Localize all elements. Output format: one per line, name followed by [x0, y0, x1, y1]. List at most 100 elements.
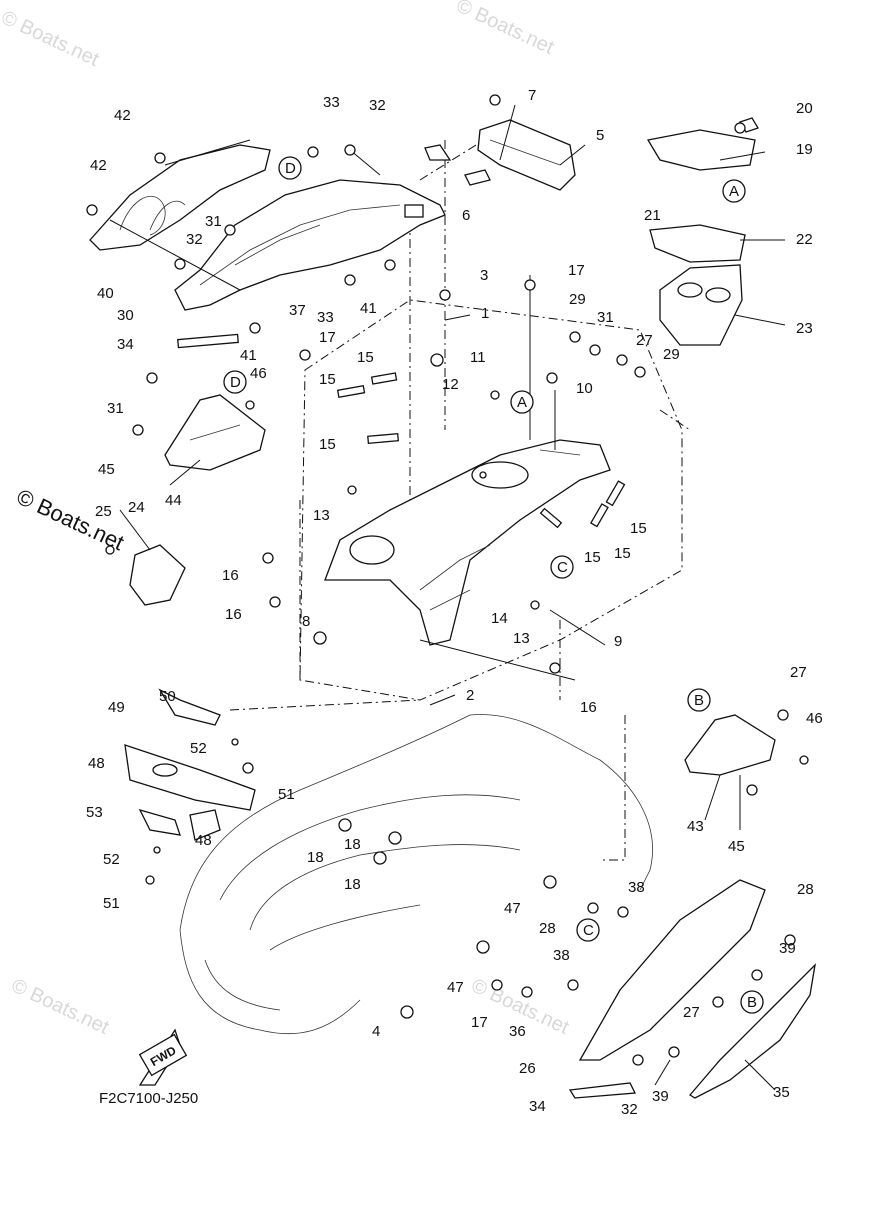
callout: 29 — [663, 346, 680, 363]
callout: 44 — [165, 492, 182, 509]
callout: 28 — [539, 920, 556, 937]
callout-labels: 1 2 3 4 5 6 7 8 9 10 11 12 13 13 14 15 1… — [86, 87, 823, 1118]
callout: 50 — [159, 688, 176, 705]
callout: 39 — [779, 940, 796, 957]
callout: 12 — [442, 376, 459, 393]
callout: 38 — [628, 879, 645, 896]
callout: 11 — [470, 349, 486, 366]
callout: 17 — [568, 262, 585, 279]
left-side-panel — [89, 144, 271, 251]
ref-B: B — [694, 692, 704, 709]
callout: 34 — [529, 1098, 546, 1115]
callout: 6 — [462, 207, 470, 224]
callout: 47 — [504, 900, 521, 917]
callout: 15 — [614, 545, 631, 562]
callout: 21 — [644, 207, 661, 224]
callout: 39 — [652, 1088, 669, 1105]
callout: 3 — [480, 267, 488, 284]
callout: 18 — [344, 876, 361, 893]
callout: 53 — [86, 804, 103, 821]
upper-left-cover — [174, 179, 446, 311]
callout: 5 — [596, 127, 604, 144]
callout: 8 — [302, 613, 310, 630]
callout: 35 — [773, 1084, 790, 1101]
ref-C: C — [583, 922, 594, 939]
callout: 38 — [553, 947, 570, 964]
callout: 1 — [481, 305, 489, 322]
left-small-parts — [124, 544, 256, 841]
reference-markers: A A B B C C D D — [223, 156, 764, 1014]
callout: 32 — [369, 97, 386, 114]
callout: 42 — [114, 107, 131, 124]
callout: 15 — [319, 371, 336, 388]
callout: 43 — [687, 818, 704, 835]
callout: 49 — [108, 699, 125, 716]
callout: 16 — [222, 567, 239, 584]
ref-A: A — [729, 183, 739, 200]
strips-15 — [177, 333, 626, 529]
callout: 47 — [447, 979, 464, 996]
brackets — [164, 394, 776, 776]
watermark: © Boats.net — [8, 975, 113, 1039]
callout: 27 — [790, 664, 807, 681]
callout: 24 — [128, 499, 145, 516]
fwd-arrow: FWD — [138, 1028, 188, 1086]
callout: 33 — [317, 309, 334, 326]
ref-A: A — [517, 394, 527, 411]
callout: 15 — [630, 520, 647, 537]
central-frame — [324, 439, 611, 646]
watermark: © Boats.net — [0, 7, 103, 71]
callout: 40 — [97, 285, 114, 302]
callout: 37 — [289, 302, 306, 319]
right-side-panel — [568, 879, 816, 1099]
callout: 16 — [225, 606, 242, 623]
fasteners — [86, 94, 809, 1066]
callout: 36 — [509, 1023, 526, 1040]
callout: 31 — [205, 213, 222, 230]
callout: 45 — [98, 461, 115, 478]
callout: 23 — [796, 320, 813, 337]
callout: 13 — [513, 630, 530, 647]
callout: 4 — [372, 1023, 380, 1040]
callout: 20 — [796, 100, 813, 117]
callout: 32 — [621, 1101, 638, 1118]
callout: 22 — [796, 231, 813, 248]
callout: 42 — [90, 157, 107, 174]
callout: 27 — [636, 332, 653, 349]
callout: 41 — [240, 347, 257, 364]
callout: 15 — [319, 436, 336, 453]
callout: 15 — [584, 549, 601, 566]
callout: 17 — [471, 1014, 488, 1031]
callout: 52 — [190, 740, 207, 757]
watermark: © Boats.net — [453, 0, 558, 59]
callout: 32 — [186, 231, 203, 248]
hull-body — [179, 714, 653, 1035]
callout: 46 — [806, 710, 823, 727]
callout: 48 — [88, 755, 105, 772]
ref-C: C — [557, 559, 568, 576]
callout: 51 — [103, 895, 120, 912]
ref-D: D — [285, 160, 296, 177]
callout: 7 — [528, 87, 536, 104]
leader-lines — [109, 104, 786, 1091]
ref-D: D — [230, 374, 241, 391]
callout: 48 — [195, 832, 212, 849]
callout: 31 — [107, 400, 124, 417]
callout: 52 — [103, 851, 120, 868]
callout: 45 — [728, 838, 745, 855]
callout: 29 — [569, 291, 586, 308]
ref-B: B — [747, 994, 757, 1011]
callout: 17 — [319, 329, 336, 346]
part-5-switch-box — [424, 119, 576, 191]
callout: 33 — [323, 94, 340, 111]
callout: 46 — [250, 365, 267, 382]
callout: 30 — [117, 307, 134, 324]
callout: 31 — [597, 309, 614, 326]
callout: 18 — [344, 836, 361, 853]
callout: 19 — [796, 141, 813, 158]
callout: 41 — [360, 300, 377, 317]
callout: 9 — [614, 633, 622, 650]
callout: 25 — [95, 503, 112, 520]
callout: 28 — [797, 881, 814, 898]
